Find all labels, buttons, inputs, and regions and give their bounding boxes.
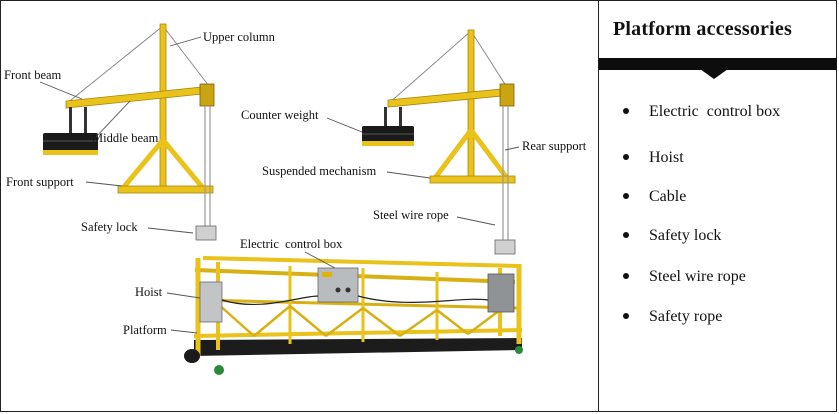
label-upper-column: Upper column [203,30,276,44]
steel-wire-ropes [195,106,516,255]
upper-column-right [467,29,475,181]
counter-weight-left [43,133,98,152]
cable-right [357,295,489,303]
panel-title: Platform accessories [613,18,792,40]
suspended-platform-diagram: Upper column Front beam Middle beam Fron… [4,23,587,375]
cable-left [221,295,319,306]
bullet-icon [623,232,629,239]
list-item: Electric control box [623,103,780,121]
beam-right [387,87,513,108]
upper-column-left [159,23,167,193]
label-front-beam: Front beam [4,68,62,82]
list-item-label: Electric control box [649,103,781,120]
safety-lock-left [195,225,217,241]
accessories-panel: Platform accessories Electric control bo… [599,0,837,412]
left-suspension-mechanism [43,23,215,194]
panel-divider [598,0,599,412]
label-counter-weight: Counter weight [241,108,319,122]
label-hoist: Hoist [135,285,163,299]
platform-cradle [184,256,523,375]
right-suspension-mechanism [362,29,516,184]
label-steel-wire-rope: Steel wire rope [373,208,449,222]
list-item-label: Steel wire rope [649,268,746,285]
hoist-right [487,273,515,313]
label-rear-support: Rear support [522,139,587,153]
list-item-label: Safety rope [649,308,723,325]
bullet-icon [623,313,629,320]
title-notch-triangle [700,69,728,79]
bullet-icon [623,273,629,280]
list-item: Cable [623,188,686,206]
label-front-support: Front support [6,175,74,189]
suspended-mechanism-base [429,175,516,184]
front-support-base [117,185,214,194]
bullet-icon [623,193,629,200]
hoist-left [199,281,223,323]
list-item-label: Safety lock [649,227,722,244]
beam-left [65,85,213,109]
list-item: Safety lock [623,227,721,245]
title-underline-bar [599,58,837,70]
diagram-labels: Upper column Front beam Middle beam Fron… [4,30,587,337]
list-item-label: Cable [649,188,687,205]
label-electric-control-box: Electric control box [240,237,343,251]
list-item: Hoist [623,149,684,167]
bullet-icon [623,154,629,161]
label-safety-lock: Safety lock [81,220,138,234]
label-leaders [39,36,520,334]
list-item-label: Hoist [649,149,684,166]
list-item: Steel wire rope [623,268,746,286]
label-suspended-mechanism: Suspended mechanism [262,164,376,178]
label-middle-beam: Middle beam [92,131,159,145]
platform-base [194,338,522,356]
label-platform: Platform [123,323,167,337]
bullet-icon [623,108,629,115]
safety-lock-right [494,239,516,255]
list-item: Safety rope [623,308,722,326]
